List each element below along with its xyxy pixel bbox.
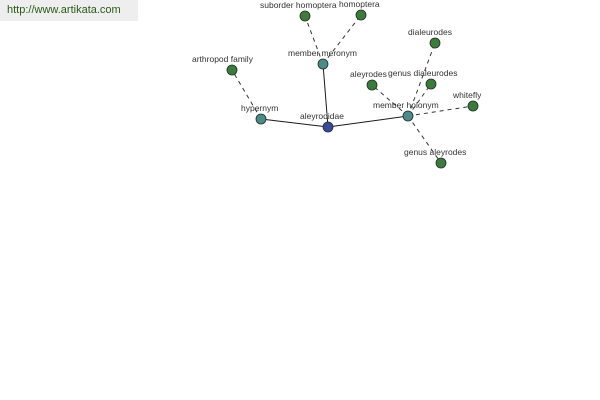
node-label-hypernym[interactable]: hypernym: [241, 103, 278, 113]
node-label-homoptera[interactable]: homoptera: [339, 0, 380, 9]
edge-aleyrodidae-to-member-meronym: [322, 63, 329, 128]
node-hypernym[interactable]: [255, 113, 267, 125]
graph-labels: aleyrodidae hypernym member meronym member …: [192, 0, 482, 157]
edge-member-holonym-to-dialeurodes: [407, 42, 436, 117]
node-label-aleyrodes[interactable]: aleyrodes: [350, 69, 387, 79]
edge-member-holonym-to-genus-aleyrodes: [407, 115, 442, 164]
edge-member-meronym-to-homoptera: [322, 14, 362, 65]
node-label-member-holonym[interactable]: member holonym: [373, 100, 439, 110]
node-genus-dialeurodes[interactable]: [425, 78, 437, 90]
node-label-genus-dialeurodes[interactable]: genus dialeurodes: [388, 68, 457, 78]
graph-edges: [231, 14, 474, 164]
edge-aleyrodidae-to-hypernym: [260, 118, 329, 128]
edge-member-meronym-to-suborder-homoptera: [304, 15, 324, 65]
node-suborder-homoptera[interactable]: [299, 10, 311, 22]
edge-hypernym-to-arthropod-family: [231, 69, 262, 120]
edge-member-holonym-to-whitefly: [407, 105, 474, 117]
node-dialeurodes[interactable]: [429, 37, 441, 49]
node-label-aleyrodidae[interactable]: aleyrodidae: [300, 111, 344, 121]
node-aleyrodidae[interactable]: [322, 121, 334, 133]
node-whitefly[interactable]: [467, 100, 479, 112]
node-homoptera[interactable]: [355, 9, 367, 21]
node-arthropod-family[interactable]: [226, 64, 238, 76]
edge-aleyrodidae-to-member-holonym: [327, 115, 409, 128]
node-label-whitefly[interactable]: whitefly: [452, 90, 482, 100]
node-genus-aleyrodes[interactable]: [435, 157, 447, 169]
node-member-meronym[interactable]: [317, 58, 329, 70]
artikata-site-link[interactable]: http://www.artikata.com: [0, 0, 138, 21]
node-aleyrodes[interactable]: [366, 79, 378, 91]
graph-nodes: [226, 9, 479, 169]
node-label-member-meronym[interactable]: member meronym: [288, 48, 357, 58]
node-label-genus-aleyrodes[interactable]: genus aleyrodes: [404, 147, 466, 157]
node-member-holonym[interactable]: [402, 110, 414, 122]
edge-member-holonym-to-genus-dialeurodes: [407, 83, 432, 117]
node-label-suborder-homoptera[interactable]: suborder homoptera: [260, 0, 337, 10]
node-label-arthropod-family[interactable]: arthropod family: [192, 54, 254, 64]
node-label-dialeurodes[interactable]: dialeurodes: [408, 27, 452, 37]
